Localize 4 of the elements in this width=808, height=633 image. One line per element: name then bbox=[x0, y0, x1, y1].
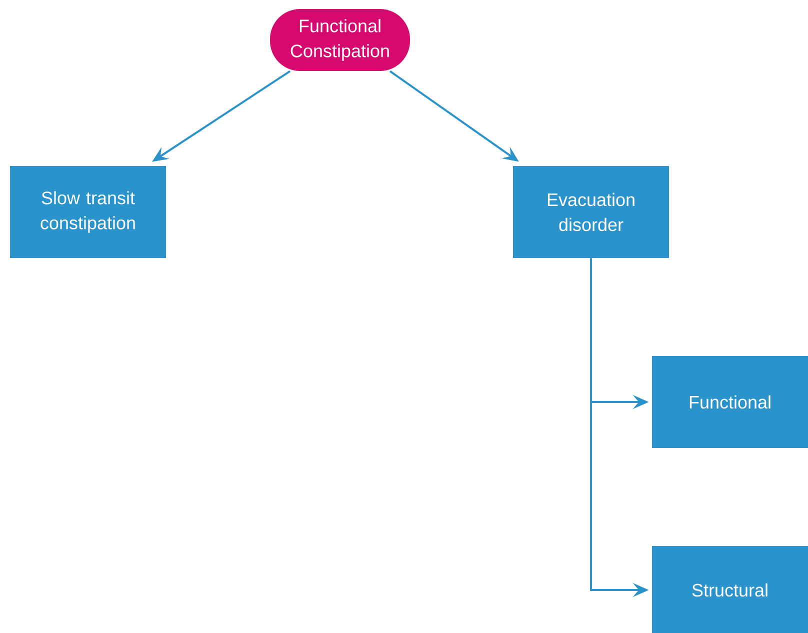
process-box: Slow transit constipation bbox=[10, 166, 166, 258]
process-box: Functional bbox=[652, 356, 808, 448]
process-box: Evacuation disorder bbox=[513, 166, 669, 258]
process-box: Structural bbox=[652, 546, 808, 633]
